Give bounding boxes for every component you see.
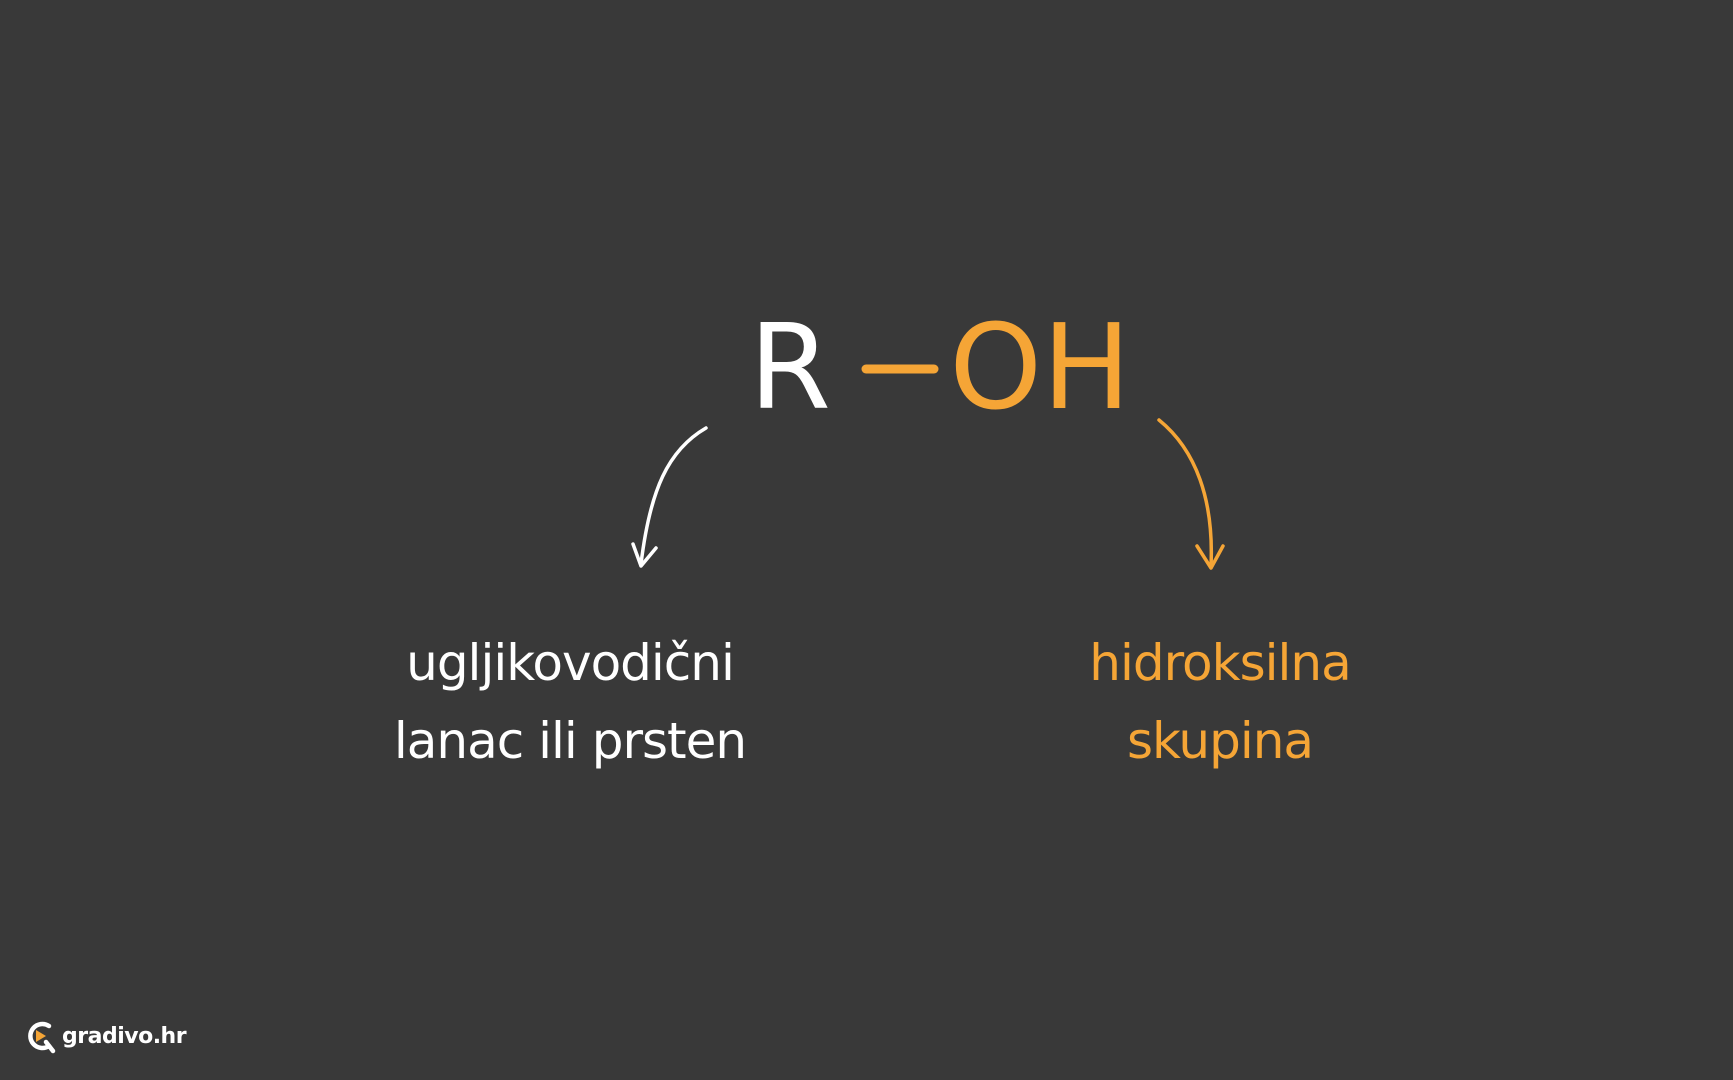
brand-logo: gradivo.hr (24, 1016, 187, 1056)
label-left-line1: ugljikovodični (406, 634, 735, 692)
arrow-right-head (1195, 544, 1225, 570)
arrow-right (1157, 418, 1214, 568)
gradivo-logo-icon (28, 1021, 56, 1054)
formula-r: R (749, 298, 831, 436)
label-right-line2: skupina (1126, 712, 1314, 770)
label-left-line2: lanac ili prsten (393, 712, 747, 770)
arrow-left-head (631, 542, 658, 568)
label-hydroxyl-group: hidroksilna skupina (1000, 624, 1440, 780)
brand-name: gradivo.hr (62, 1023, 187, 1049)
label-hydrocarbon-chain: ugljikovodični lanac ili prsten (330, 624, 810, 780)
label-right-line1: hidroksilna (1089, 634, 1352, 692)
arrow-left (639, 426, 708, 566)
formula-oh: OH (949, 298, 1131, 436)
